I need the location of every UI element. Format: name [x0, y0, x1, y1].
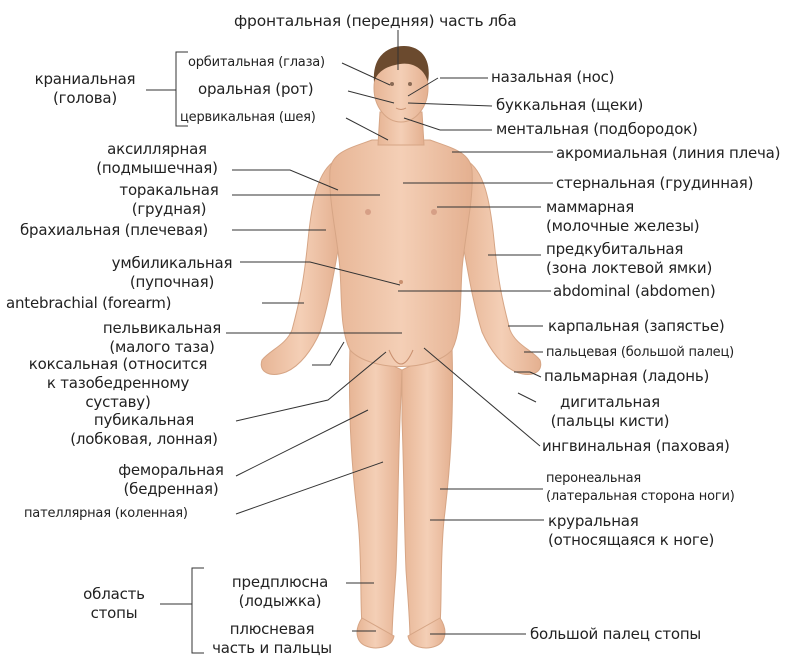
left-leg — [349, 345, 402, 642]
label-abdominal: abdominal (abdomen) — [553, 282, 716, 301]
label-buccal: буккальная (щеки) — [496, 96, 643, 115]
label-palmar: пальмарная (ладонь) — [544, 367, 709, 386]
right-leg — [402, 345, 453, 642]
label-foot-region: область стопы — [70, 585, 158, 623]
right-arm — [462, 160, 541, 374]
label-inguinal: ингвинальная (паховая) — [542, 437, 730, 456]
label-cervical: цервикальная (шея) — [180, 109, 316, 126]
label-antebrachial: antebrachial (forearm) — [6, 294, 171, 313]
label-acromial: акромиальная (линия плеча) — [556, 144, 780, 163]
label-axillary: аксиллярная (подмышечная) — [84, 140, 230, 178]
label-frontal: фронтальная (передняя) часть лба — [234, 12, 517, 31]
label-pelvic: пельвикальная (малого таза) — [98, 319, 226, 357]
human-figure — [261, 54, 541, 648]
label-digital: дигитальная (пальцы кисти) — [540, 393, 680, 431]
label-pollex: пальцевая (большой палец) — [546, 344, 734, 361]
label-brachial: брахиальная (плечевая) — [20, 221, 208, 240]
label-mammary: маммарная (молочные железы) — [546, 198, 699, 236]
label-crural: круральная (относящаяся к ноге) — [548, 512, 714, 550]
label-nasal: назальная (нос) — [491, 68, 614, 87]
label-femoral: феморальная (бедренная) — [110, 461, 232, 499]
label-oral: оральная (рот) — [198, 80, 313, 99]
label-carpal: карпальная (запястье) — [548, 317, 725, 336]
label-coxal: коксальная (относится к тазобедренному с… — [6, 355, 230, 412]
label-cranial: краниальная (голова) — [26, 70, 144, 108]
left-arm — [261, 160, 340, 374]
label-metatarsal: плюсневая часть и пальцы — [194, 620, 350, 658]
label-hallux: большой палец стопы — [530, 625, 701, 644]
label-mental: ментальная (подбородок) — [496, 120, 698, 139]
label-thoracic: торакальная (грудная) — [110, 181, 228, 219]
label-patellar: пателлярная (коленная) — [24, 505, 188, 522]
label-orbital: орбитальная (глаза) — [188, 54, 325, 71]
label-pubic: пубикальная (лобковая, лонная) — [58, 411, 230, 449]
label-antecubital: предкубитальная (зона локтевой ямки) — [546, 240, 712, 278]
label-umbilical: умбиликальная (пупочная) — [108, 254, 236, 292]
label-tarsal: предплюсна (лодыжка) — [216, 573, 344, 611]
label-peroneal: перонеальная (латеральная сторона ноги) — [546, 470, 735, 506]
label-sternal: стернальная (грудинная) — [556, 174, 753, 193]
